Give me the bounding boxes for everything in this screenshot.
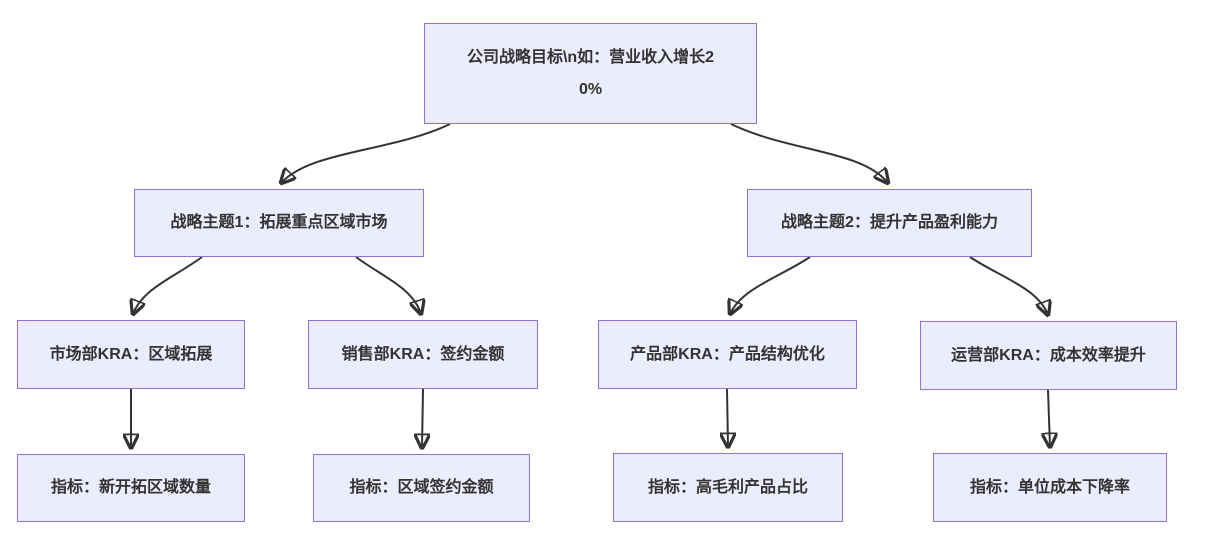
- node-indicator-region-contract-amount: 指标：区域签约金额: [313, 454, 530, 522]
- edge-theme1-kra2: [355, 256, 421, 314]
- node-label: 产品部KRA：产品结构优化: [630, 345, 825, 363]
- edge-theme2-kra3: [730, 256, 811, 314]
- node-operations-kra: 运营部KRA：成本效率提升: [920, 321, 1177, 390]
- node-indicator-new-regions: 指标：新开拓区域数量: [17, 454, 245, 522]
- node-sales-kra: 销售部KRA：签约金额: [308, 320, 538, 389]
- node-strategy-theme-1: 战略主题1：拓展重点区域市场: [134, 189, 424, 257]
- node-label: 公司战略目标\n如：营业收入增长2: [466, 48, 715, 66]
- edge-root-theme1: [281, 123, 451, 183]
- node-strategy-theme-2: 战略主题2：提升产品盈利能力: [747, 189, 1032, 257]
- node-label: 指标：区域签约金额: [349, 479, 494, 496]
- node-label: 运营部KRA：成本效率提升: [951, 346, 1146, 364]
- node-label: 0%: [578, 80, 603, 98]
- edge-kra3-ind3: [727, 388, 728, 447]
- node-product-kra: 产品部KRA：产品结构优化: [598, 320, 857, 389]
- edge-kra2-ind2: [422, 388, 423, 448]
- node-label: 指标：高毛利产品占比: [647, 478, 808, 496]
- node-label: 指标：新开拓区域数量: [50, 479, 211, 496]
- node-label: 战略主题1：拓展重点区域市场: [170, 214, 388, 231]
- node-indicator-unit-cost-reduction: 指标：单位成本下降率: [933, 453, 1167, 522]
- edge-theme1-kra1: [133, 256, 203, 314]
- node-label: 指标：单位成本下降率: [969, 478, 1130, 496]
- edge-theme2-kra4: [969, 256, 1048, 315]
- node-marketing-kra: 市场部KRA：区域拓展: [17, 320, 245, 389]
- node-label: 市场部KRA：区域拓展: [49, 345, 213, 363]
- node-label: 销售部KRA：签约金额: [341, 345, 505, 363]
- edge-root-theme2: [730, 123, 888, 183]
- edge-kra4-ind4: [1048, 389, 1050, 447]
- node-label: 战略主题2：提升产品盈利能力: [781, 214, 998, 231]
- node-company-strategy-goal: 公司战略目标\n如：营业收入增长2 0%: [424, 23, 757, 124]
- node-indicator-high-margin-share: 指标：高毛利产品占比: [613, 453, 843, 522]
